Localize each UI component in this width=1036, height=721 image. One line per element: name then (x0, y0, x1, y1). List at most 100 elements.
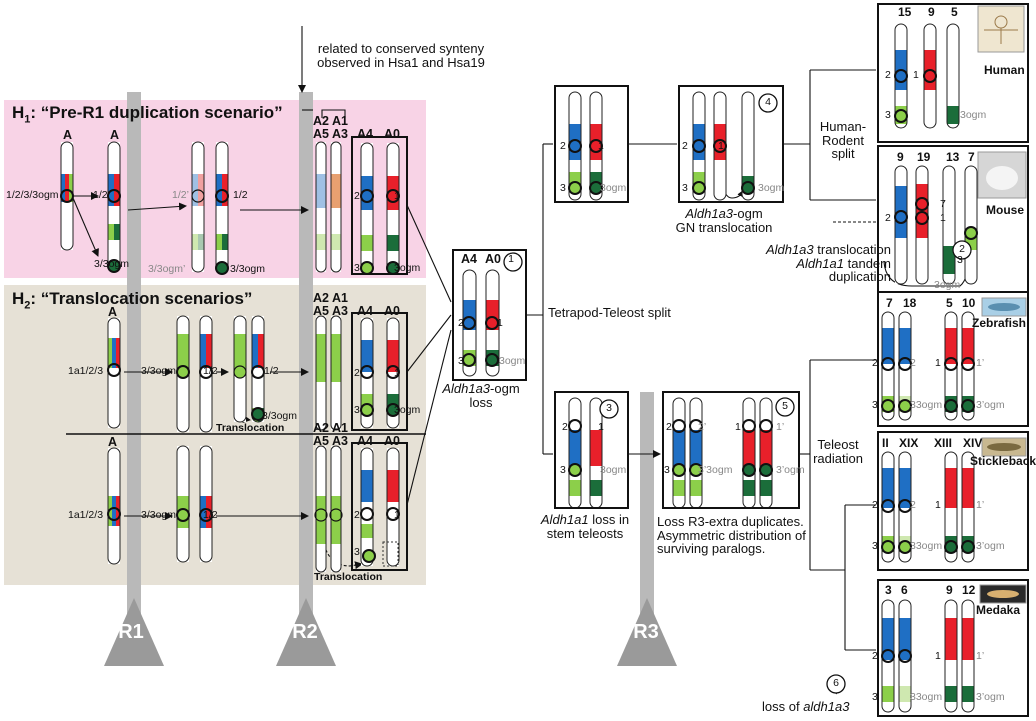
chromosome-outline (946, 23, 960, 129)
chromosome-band (198, 234, 204, 250)
step-4-number: 4 (765, 96, 771, 108)
locus-label: 33ogm (910, 399, 943, 411)
chromosome-human-5 (946, 23, 960, 129)
gene-circle (568, 463, 582, 477)
chromosome-band (361, 235, 373, 251)
chromosome-body (192, 142, 204, 272)
gene-circle (568, 139, 582, 153)
gene-circle-faded (329, 508, 343, 522)
r3-loss-note: Loss R3-extra duplicates. Asymmetric dis… (657, 514, 806, 557)
chromosome-band (899, 686, 911, 702)
human-name: Human (984, 63, 1025, 77)
chromosome-band (108, 338, 112, 368)
join-h2-bottom (406, 329, 452, 506)
locus-label: 1/2 (264, 365, 279, 377)
locus-label: 3 (354, 262, 360, 274)
chromosome-mouse-13 (942, 165, 956, 285)
locus-label: 3ogm (960, 109, 987, 121)
gene-circle (360, 403, 374, 417)
chromosome-band (945, 618, 957, 660)
locus-label: 1 (935, 499, 941, 511)
locus-label: 3’3ogm (698, 464, 733, 476)
gene-circle-faded (233, 365, 247, 379)
gene-circle (898, 357, 912, 371)
chromosome-mouse-9 (894, 165, 908, 285)
synteny-note-line-2: observed in Hsa1 and Hsa19 (317, 54, 485, 70)
gene-circle (881, 649, 895, 663)
chromosome-band (690, 430, 702, 466)
locus-label: 1 (394, 190, 400, 202)
chromosome-outline (964, 165, 978, 285)
gene-circle (961, 540, 975, 554)
h2-top-a4-a0-box (351, 312, 408, 431)
locus-label: 2 (885, 212, 891, 224)
chromosome-band (943, 246, 955, 274)
gene-circle (742, 463, 756, 477)
locus-label: 2 (682, 140, 688, 152)
round-r1-label: R1 (118, 621, 144, 643)
human-chrom-2: 9 (928, 5, 935, 19)
chromosome-a3-faded (330, 141, 342, 273)
translocation-label-top: Translocation (216, 422, 285, 434)
gene-circle (107, 259, 121, 273)
chromosome-band (316, 496, 326, 544)
locus-label: 2 (354, 190, 360, 202)
label-a0-h2-bottom: A0 (384, 434, 400, 448)
chromosome-band (882, 328, 894, 364)
step-1-number: 1 (508, 253, 514, 265)
chromosome-a5-h2-top (315, 315, 327, 431)
mouse-events-label: Aldh1a3 translocation Aldh1a1 tandem dup… (765, 242, 891, 285)
chromosome-outline (107, 447, 121, 565)
gene-circle (898, 399, 912, 413)
chromosome-box5-3 (742, 397, 756, 509)
gene-circle (589, 139, 603, 153)
stickleback-chrom-3: XIII (934, 436, 953, 450)
locus-label: 1/2 (203, 365, 218, 377)
mouse-chrom-3: 13 (946, 150, 960, 164)
human-rodent-split-label: Human- Rodent split (819, 119, 867, 162)
gene-circle (689, 419, 703, 433)
chromosome-br-h2-top-2 (251, 315, 265, 423)
chromosome-a-copy (215, 141, 229, 273)
chromosome-br-h2-bottom (199, 445, 213, 563)
locus-label: 3/3ogm (262, 410, 298, 422)
chromosome-outline (915, 165, 929, 285)
zebrafish-chrom-2: 18 (903, 296, 917, 310)
mouse-chrom-1: 9 (897, 150, 904, 164)
gene-circle (362, 549, 376, 563)
locus-label: 1 (718, 140, 724, 152)
locus-label: 2 (872, 650, 878, 662)
locus-label: 3 (354, 546, 360, 558)
chromosome-band (108, 224, 114, 240)
chromosome-band (463, 300, 476, 330)
chromosome-band (673, 430, 685, 466)
locus-label: 1’ (976, 357, 985, 369)
step-6-circle (826, 674, 846, 694)
chromosome-box3-2 (589, 397, 603, 509)
locus-label: 2 (560, 140, 566, 152)
chromosome-a-ancestral (60, 141, 74, 251)
teleost-radiation-label: Teleost radiation (813, 437, 863, 466)
box-3 (554, 391, 629, 509)
zebrafish-chrom-3: 5 (946, 296, 953, 310)
locus-label: 3ogm (600, 464, 627, 476)
gene-circle (485, 353, 499, 367)
chromosome-body (947, 24, 959, 128)
locus-label: 3 (664, 464, 670, 476)
chromosome-band (114, 224, 120, 240)
locus-label: 1 (394, 509, 400, 521)
chromosome-band (316, 174, 326, 208)
gene-circle (215, 261, 229, 275)
chromosome-band (331, 234, 341, 250)
label-a0-h1: A0 (384, 127, 400, 141)
gene-circle (386, 403, 400, 417)
h2-title: H2: “Translocation scenarios” (12, 289, 253, 312)
h2-bottom-a4-a0-box (351, 442, 408, 571)
locus-label: 1/2/3/3ogm (6, 189, 59, 201)
gene-circle (741, 181, 755, 195)
stickleback-chrom-2: XIX (899, 436, 919, 450)
chromosome-band (316, 334, 326, 382)
chromosome-band (331, 334, 341, 382)
